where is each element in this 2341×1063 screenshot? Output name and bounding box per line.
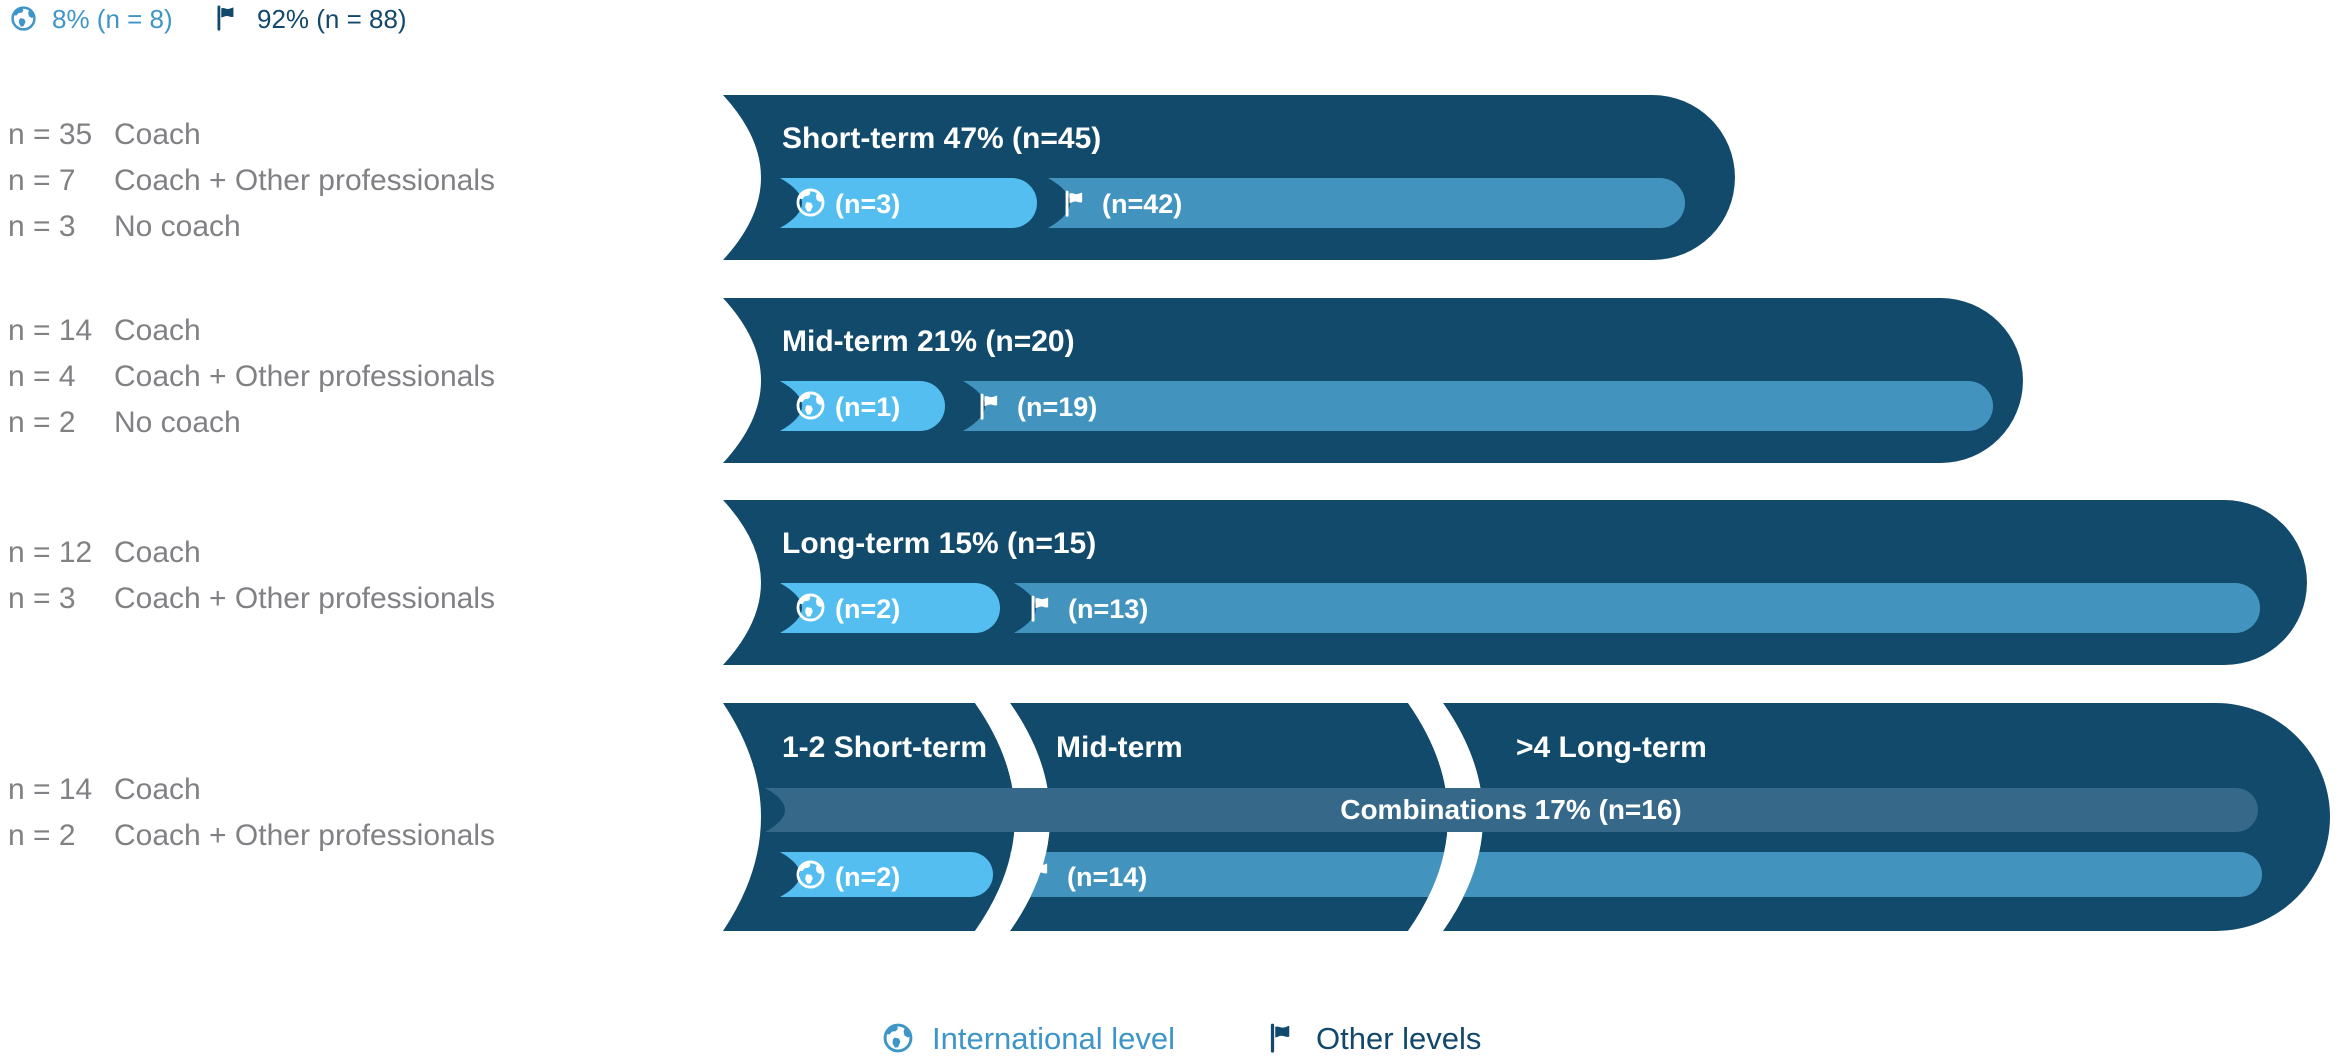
mid-term-international-value: (n=1) [835, 392, 900, 422]
combinations-international-bar [780, 852, 993, 897]
long-term-international-bar [780, 583, 1000, 633]
coach-labels-short-term: n = 35 Coach n = 7 Coach + Other professio… [8, 112, 495, 250]
combinations-other-value: (n=14) [1067, 862, 1147, 892]
coach-label: Coach + Other professionals [114, 819, 496, 852]
coach-labels-long-term: n = 12 Coach n = 3 Coach + Other professio… [8, 530, 495, 622]
n-value: n = 35 [8, 118, 93, 151]
n-value: n = 3 [8, 210, 76, 243]
coach-label: Coach [114, 314, 201, 347]
mid-term-other-bar [963, 381, 1993, 431]
coach-label: No coach [114, 210, 241, 243]
n-value: n = 2 [8, 406, 76, 439]
mid-term-other-value: (n=19) [1017, 392, 1097, 422]
ribbon-combinations: Combinations 17% (n=16) 1-2 Short-term M… [723, 703, 2330, 931]
globe-icon [882, 1022, 914, 1054]
legend-other-label: Other levels [1316, 1021, 1482, 1056]
short-term-international-bar [780, 178, 1037, 228]
coach-label: Coach [114, 536, 201, 569]
combinations-header-mid-term: Mid-term [1056, 731, 1183, 764]
globe-icon [10, 5, 37, 32]
legend-international-label: International level [932, 1021, 1175, 1056]
coach-labels-mid-term: n = 14 Coach n = 4 Coach + Other professio… [8, 308, 495, 446]
n-value: n = 2 [8, 819, 76, 852]
long-term-other-bar [1014, 583, 2260, 633]
long-term-international-value: (n=2) [835, 594, 900, 624]
coach-label: Coach [114, 773, 201, 806]
top-legend-international-value: 8% (n = 8) [52, 4, 173, 34]
coach-label: Coach + Other professionals [114, 164, 496, 197]
long-term-ribbon-shape [723, 500, 2307, 665]
combinations-header-long-term: >4 Long-term [1516, 731, 1707, 764]
short-term-title: Short-term 47% (n=45) [782, 122, 1101, 155]
combinations-international-value: (n=2) [835, 862, 900, 892]
ribbon-mid-term: Mid-term 21% (n=20) (n=1) (n=19) [723, 298, 2023, 463]
combinations-title: Combinations 17% (n=16) [1340, 794, 1682, 825]
n-value: n = 14 [8, 314, 93, 347]
mid-term-ribbon-shape [723, 298, 2023, 463]
long-term-other-value: (n=13) [1068, 594, 1148, 624]
coach-label: Coach [114, 118, 201, 151]
n-value: n = 4 [8, 360, 76, 393]
n-value: n = 3 [8, 582, 76, 615]
flag-icon [215, 5, 241, 31]
combinations-other-bar [1010, 852, 2262, 897]
coach-label: Coach + Other professionals [114, 582, 496, 615]
combinations-header-short-term: 1-2 Short-term [782, 731, 987, 764]
combinations-band [765, 788, 2258, 832]
long-term-title: Long-term 15% (n=15) [782, 527, 1096, 560]
n-value: n = 12 [8, 536, 93, 569]
coach-labels-combinations: n = 14 Coach n = 2 Coach + Other professio… [8, 767, 495, 859]
mid-term-title: Mid-term 21% (n=20) [782, 325, 1075, 358]
segment-divider-slash [1408, 703, 1483, 931]
mid-term-international-bar [780, 381, 945, 431]
short-term-international-value: (n=3) [835, 189, 900, 219]
flag-icon [1268, 1023, 1298, 1053]
top-legend-other-value: 92% (n = 88) [257, 4, 407, 34]
short-term-other-value: (n=42) [1102, 189, 1182, 219]
coach-label: No coach [114, 406, 241, 439]
ribbon-short-term: Short-term 47% (n=45) (n=3) (n=42) [723, 95, 1735, 260]
n-value: n = 14 [8, 773, 93, 806]
ribbon-long-term: Long-term 15% (n=15) (n=2) (n=13) [723, 500, 2307, 665]
short-term-other-bar [1048, 178, 1685, 228]
n-value: n = 7 [8, 164, 76, 197]
coach-label: Coach + Other professionals [114, 360, 496, 393]
short-term-ribbon-shape [723, 95, 1735, 260]
